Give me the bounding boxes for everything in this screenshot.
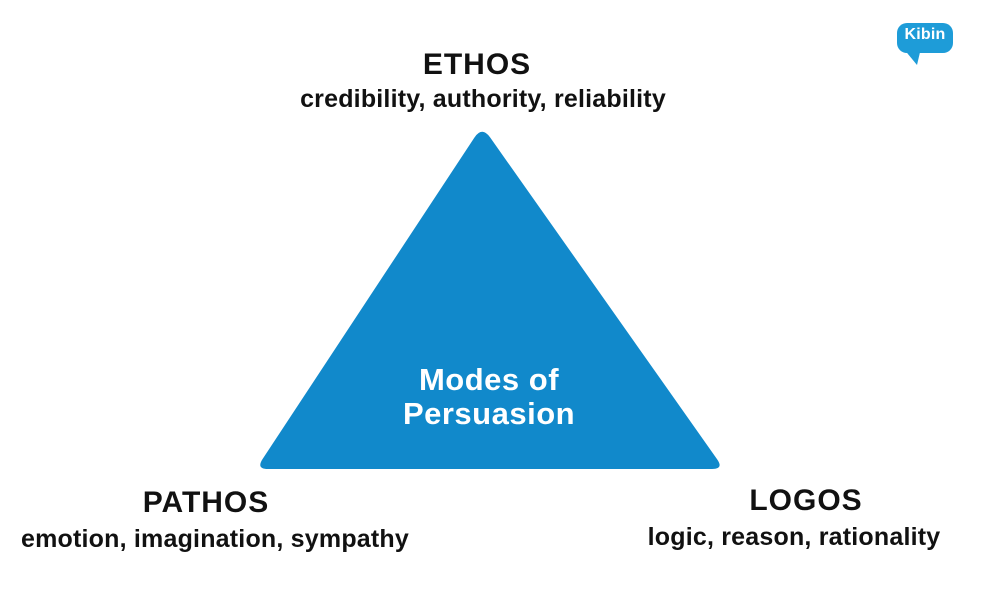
logos-description: logic, reason, rationality (647, 523, 941, 551)
kibin-logo-bubble (897, 23, 953, 53)
triangle-shape (260, 131, 720, 469)
diagram-title: Modes of Persuasion (402, 362, 576, 432)
pathos-description: emotion, imagination, sympathy (21, 525, 409, 553)
ethos-description: credibility, authority, reliability (300, 85, 666, 113)
logos-label: LOGOS (749, 484, 863, 517)
ethos-label: ETHOS (422, 48, 532, 81)
pathos-label: PATHOS (142, 486, 270, 519)
kibin-logo-tail (903, 48, 921, 65)
kibin-logo (897, 23, 953, 65)
kibin-logo-text: Kibin (904, 26, 946, 43)
